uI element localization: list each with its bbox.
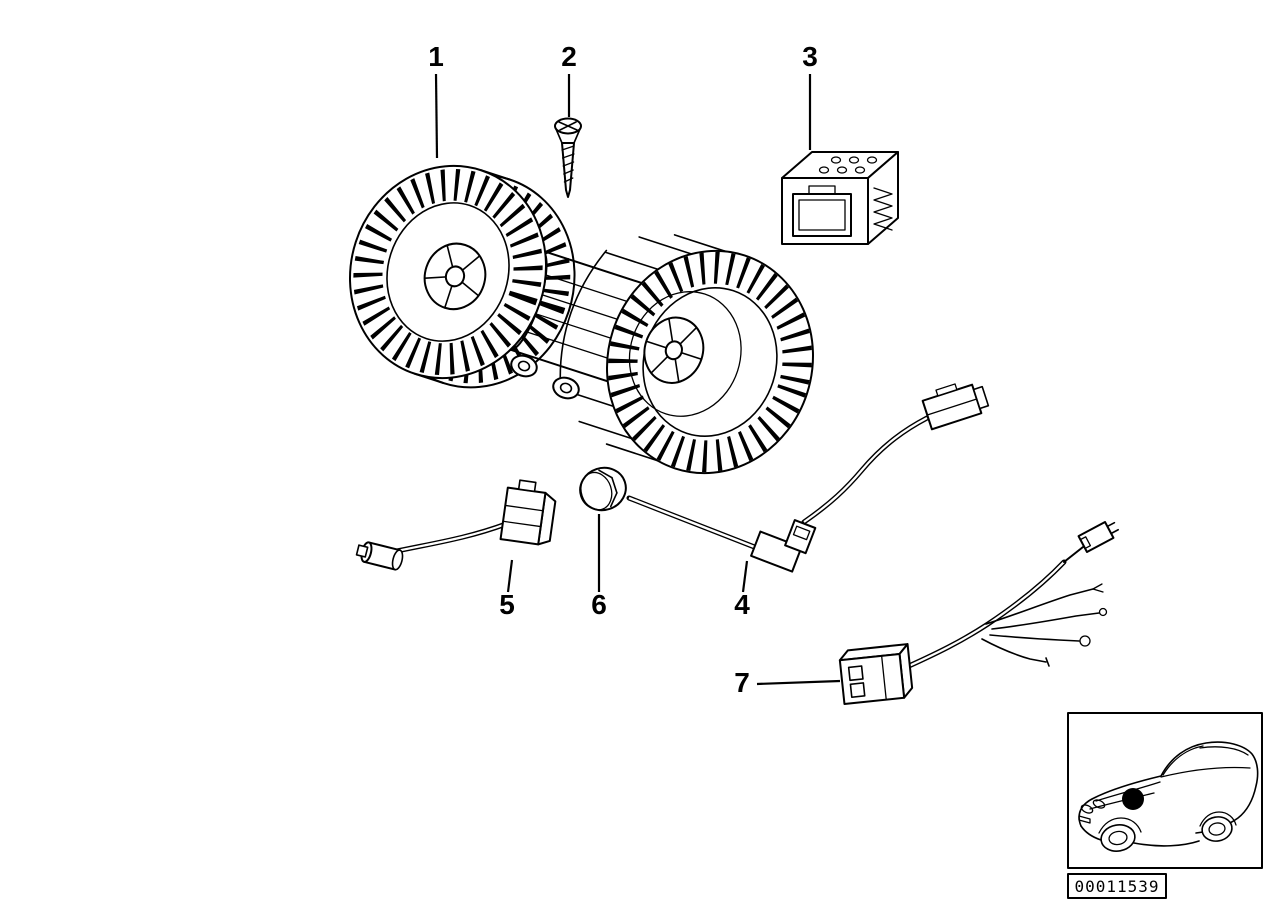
leader-5 — [506, 559, 514, 593]
car-illustration — [1078, 741, 1259, 852]
drawing-number-box: 00011539 — [1067, 873, 1167, 899]
callout-4[interactable]: 4 — [734, 589, 750, 620]
harness-connector — [838, 643, 914, 706]
callout-7[interactable]: 7 — [734, 667, 750, 698]
thumbnail-frame — [1067, 712, 1263, 869]
right-fan-cage — [559, 234, 814, 475]
callout-6[interactable]: 6 — [591, 589, 607, 620]
drawing-number-frame — [1067, 873, 1167, 899]
right-cage-hub — [643, 316, 705, 384]
grommet-cap-illustration — [579, 466, 627, 512]
blower-illustration — [349, 164, 814, 475]
elbow-connector — [750, 519, 817, 573]
motor-mount-grommets — [510, 354, 580, 400]
probe-plug — [921, 383, 990, 431]
resistor-illustration — [781, 151, 899, 245]
harness-small-plug — [1077, 521, 1119, 553]
leader-1 — [434, 73, 439, 159]
left-fan-cage — [349, 164, 576, 389]
temperature-sensor-illustration — [355, 479, 557, 571]
drawing-number: 00011539 — [1074, 877, 1159, 896]
car-thumbnail — [1067, 712, 1263, 869]
left-cage-hub — [423, 242, 487, 311]
wiring-harness-illustration — [838, 521, 1119, 706]
callout-5[interactable]: 5 — [499, 589, 515, 620]
leader-4 — [741, 560, 749, 593]
sensor-probe-illustration — [626, 383, 990, 573]
part-location-dot — [1122, 788, 1144, 810]
leader-7 — [756, 679, 841, 686]
callout-3[interactable]: 3 — [802, 41, 818, 72]
screw-illustration — [554, 117, 582, 198]
callout-1[interactable]: 1 — [428, 41, 444, 72]
callout-2[interactable]: 2 — [561, 41, 577, 72]
